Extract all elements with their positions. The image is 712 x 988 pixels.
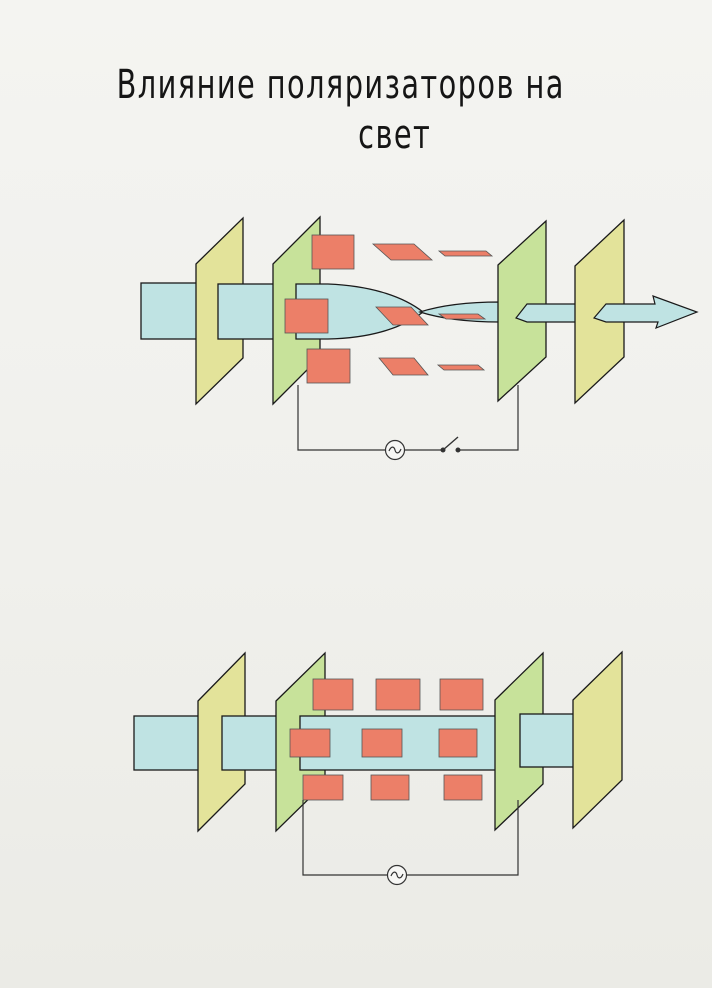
top-circuit bbox=[297, 385, 519, 451]
bottom-crystal-6 bbox=[438, 728, 478, 758]
switch-icon bbox=[440, 436, 461, 453]
top-light-beam-out-1 bbox=[515, 303, 579, 323]
bottom-light-beam-out bbox=[519, 713, 577, 768]
bottom-light-beam-in bbox=[133, 715, 201, 771]
top-crystal-9 bbox=[436, 364, 486, 371]
title-line-1: Влияние поляризаторов на bbox=[116, 62, 565, 108]
top-crystal-4 bbox=[371, 243, 434, 261]
bottom-polarizer-3 bbox=[494, 651, 544, 832]
top-crystal-7 bbox=[437, 250, 494, 257]
top-crystal-2 bbox=[284, 298, 329, 334]
bottom-light-beam-cell bbox=[299, 715, 516, 771]
top-crystal-3 bbox=[306, 348, 351, 384]
top-crystal-6 bbox=[378, 357, 429, 376]
bottom-crystal-4 bbox=[289, 728, 331, 758]
bottom-crystal-3 bbox=[439, 678, 484, 711]
bottom-crystal-7 bbox=[302, 774, 344, 801]
bottom-circuit bbox=[302, 800, 519, 876]
top-crystal-8 bbox=[437, 313, 487, 320]
bottom-crystal-1 bbox=[312, 678, 354, 711]
bottom-crystal-5 bbox=[361, 728, 403, 758]
bottom-light-beam-mid bbox=[221, 715, 279, 771]
ac-source-icon bbox=[384, 439, 406, 461]
bottom-crystal-8 bbox=[370, 774, 410, 801]
top-light-beam-in bbox=[140, 282, 198, 340]
bottom-crystal-9 bbox=[443, 774, 483, 801]
top-output-arrow bbox=[592, 295, 699, 330]
top-crystal-1 bbox=[311, 234, 355, 270]
top-crystal-5 bbox=[375, 306, 429, 326]
diagram-top bbox=[140, 215, 699, 461]
page-title: Влияние поляризаторов на свет bbox=[95, 60, 608, 160]
top-light-beam-mid bbox=[217, 283, 275, 340]
bottom-crystal-2 bbox=[375, 678, 421, 711]
diagram-bottom bbox=[133, 650, 623, 886]
bottom-polarizer-4 bbox=[572, 650, 623, 830]
title-line-2: свет bbox=[358, 112, 432, 158]
ac-source-icon bbox=[386, 864, 408, 886]
